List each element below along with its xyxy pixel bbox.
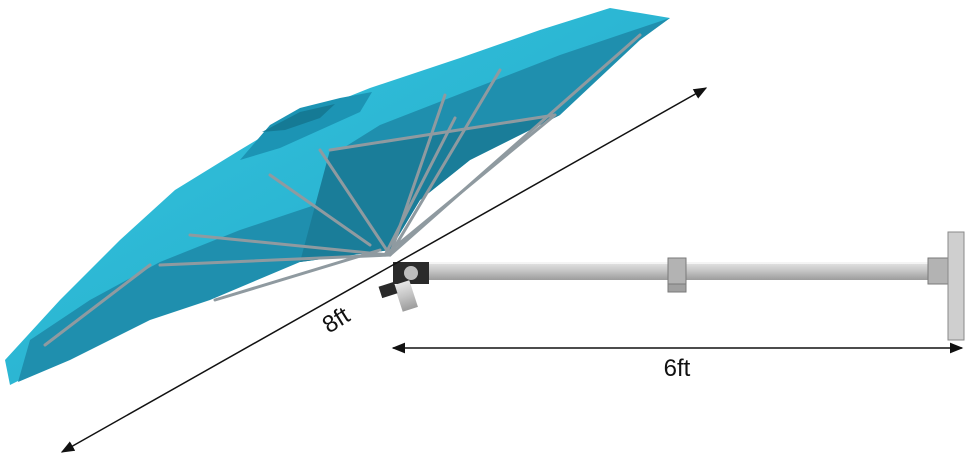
- pole-stub: [394, 280, 418, 312]
- dimension-label-horizontal: 6ft: [664, 355, 691, 382]
- dimension-line-diagonal: [60, 87, 708, 453]
- umbrella-mount-arm: [378, 231, 965, 341]
- wall-plate: [947, 231, 965, 341]
- wall-bracket-clamp: [927, 257, 951, 285]
- middle-clamp: [667, 257, 687, 285]
- dimension-label-diagonal: 8ft: [318, 302, 355, 339]
